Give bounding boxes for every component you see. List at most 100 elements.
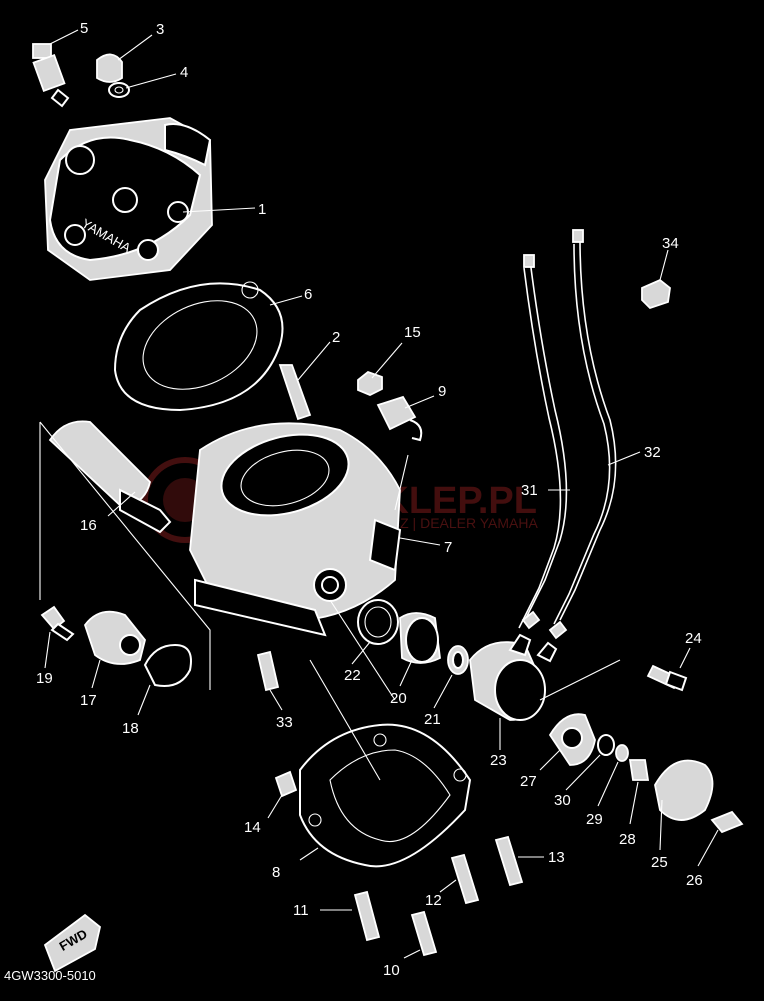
- svg-text:26: 26: [686, 872, 703, 889]
- svg-text:15: 15: [404, 324, 421, 341]
- spark-plug: [32, 43, 70, 108]
- callout-26: 26: [686, 829, 719, 889]
- cable-31: [518, 254, 568, 630]
- callout-28: 28: [619, 781, 639, 848]
- bolt-24: [646, 664, 688, 692]
- callout-14: 14: [244, 794, 283, 836]
- gasket-18: [143, 643, 192, 687]
- holder-17: [83, 610, 146, 665]
- callout-7: 7: [399, 537, 452, 556]
- ring-21: [447, 645, 469, 675]
- svg-text:1: 1: [258, 201, 266, 218]
- svg-text:2: 2: [332, 329, 340, 346]
- cylinder: [189, 422, 402, 637]
- svg-text:10: 10: [383, 962, 400, 979]
- callout-23: 23: [490, 718, 507, 769]
- exhaust-joint: [48, 420, 172, 534]
- stud-10: [410, 910, 438, 957]
- callout-12: 12: [425, 879, 457, 909]
- svg-text:29: 29: [586, 811, 603, 828]
- svg-text:23: 23: [490, 752, 507, 769]
- svg-text:32: 32: [644, 444, 661, 461]
- svg-text:7: 7: [444, 539, 452, 556]
- svg-text:33: 33: [276, 714, 293, 731]
- svg-text:8: 8: [272, 864, 280, 881]
- stud-12: [450, 853, 480, 905]
- stud-2: [278, 364, 312, 421]
- callout-16: 16: [80, 491, 136, 534]
- callout-31: 31: [521, 482, 570, 499]
- leader-9: [394, 454, 409, 511]
- svg-text:12: 12: [425, 892, 442, 909]
- leader-cyl-valve: [329, 599, 396, 701]
- callout-25: 25: [651, 799, 668, 871]
- svg-text:4: 4: [180, 64, 188, 81]
- pulley-27: [548, 713, 596, 766]
- cable-32: [548, 229, 617, 640]
- leader-valve-24: [539, 659, 621, 701]
- bracket-line-16: [39, 421, 211, 690]
- svg-text:21: 21: [424, 711, 441, 728]
- leader-cyl-gasket: [309, 659, 381, 781]
- cylinder-head: YAMAHA: [44, 117, 213, 281]
- valve-housing: [469, 633, 558, 721]
- callout-3: 3: [117, 21, 164, 61]
- svg-text:13: 13: [548, 849, 565, 866]
- callout-34: 34: [659, 235, 679, 281]
- callout-29: 29: [586, 761, 619, 828]
- diagram-code: 4GW3300-5010: [4, 968, 96, 983]
- svg-text:14: 14: [244, 819, 261, 836]
- callout-21: 21: [424, 674, 453, 728]
- fwd-arrow-icon: FWD: [43, 913, 102, 973]
- clip-34: [641, 278, 671, 310]
- callout-27: 27: [520, 749, 561, 790]
- svg-text:11: 11: [293, 902, 309, 919]
- callout-6: 6: [269, 286, 312, 306]
- svg-text:17: 17: [80, 692, 97, 709]
- bolt-28: [628, 759, 650, 781]
- svg-text:24: 24: [685, 630, 702, 647]
- svg-text:16: 16: [80, 517, 97, 534]
- callout-2: 2: [297, 329, 340, 381]
- callout-10: 10: [383, 949, 421, 979]
- svg-text:25: 25: [651, 854, 668, 871]
- callout-15: 15: [371, 324, 421, 379]
- svg-text:27: 27: [520, 773, 537, 790]
- stud-33: [256, 650, 280, 692]
- callout-30: 30: [554, 754, 601, 809]
- svg-text:30: 30: [554, 792, 571, 809]
- cover-25: [654, 759, 714, 821]
- stud-11: [353, 890, 381, 942]
- callout-18: 18: [122, 684, 151, 737]
- ring-29: [615, 744, 629, 762]
- svg-text:20: 20: [390, 690, 407, 707]
- callout-4: 4: [125, 64, 188, 89]
- svg-text:6: 6: [304, 286, 312, 303]
- svg-text:18: 18: [122, 720, 139, 737]
- washer-4: [108, 82, 130, 98]
- callout-13: 13: [518, 849, 565, 866]
- nut-15: [357, 370, 383, 396]
- oring-22: [357, 599, 399, 645]
- svg-text:3: 3: [156, 21, 164, 38]
- svg-text:19: 19: [36, 670, 53, 687]
- svg-text:31: 31: [521, 482, 538, 499]
- bolt-19: [40, 605, 75, 642]
- svg-text:5: 5: [80, 20, 88, 37]
- callout-22: 22: [344, 641, 371, 684]
- bellows-20: [399, 612, 441, 664]
- bolt-26: [710, 810, 744, 834]
- callout-1: 1: [182, 201, 266, 218]
- callout-24: 24: [679, 630, 702, 669]
- callout-33: 33: [269, 689, 293, 731]
- svg-text:28: 28: [619, 831, 636, 848]
- callout-8: 8: [272, 847, 319, 881]
- callout-19: 19: [36, 631, 53, 687]
- svg-text:22: 22: [344, 667, 361, 684]
- watermark-sub-text: CZ | DEALER YAMAHA: [390, 515, 538, 531]
- callout-17: 17: [80, 659, 101, 709]
- cap-nut: [96, 53, 123, 83]
- washer-30: [597, 734, 615, 756]
- callout-5: 5: [49, 20, 88, 45]
